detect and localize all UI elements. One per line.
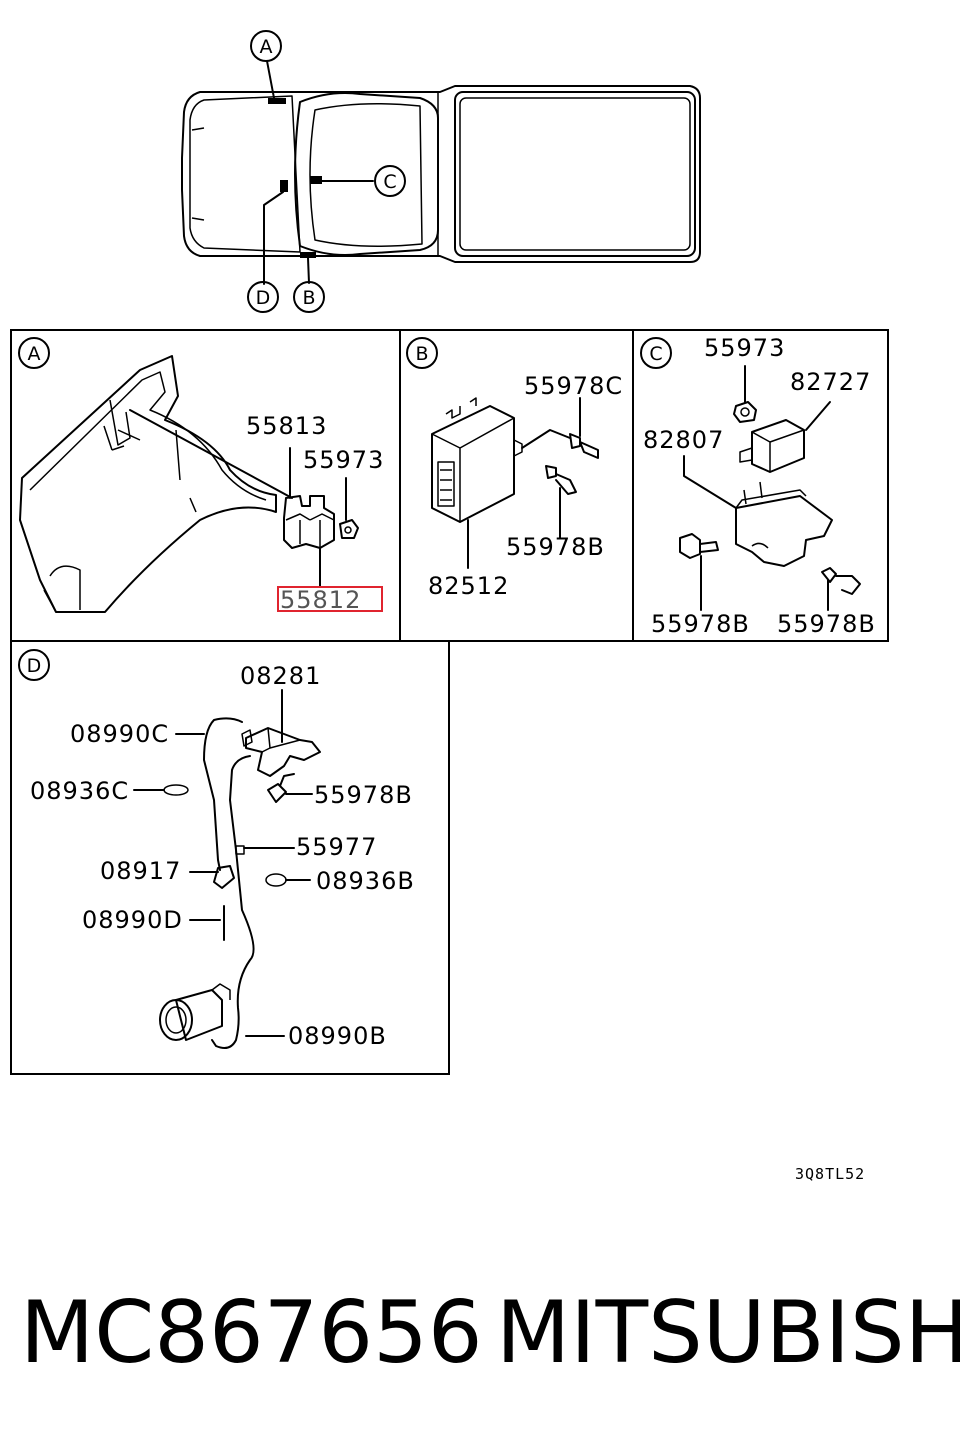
panel-a: A 55813 55973 55812 [18,337,384,614]
brand-title: MITSUBISHI [496,1283,960,1383]
panel-a-badge-label: A [28,343,41,365]
panel-b-badge-label: B [415,343,428,365]
overview-callout-c-label: C [383,171,396,193]
overview-callout-a [250,30,282,62]
panel-d-frame [10,640,450,1075]
part-label-08990b: 08990B [288,1022,387,1050]
panel-d-badge-label: D [27,655,42,677]
part-label-55978b-d: 55978B [314,781,413,809]
part-label-08990c: 08990C [70,720,169,748]
panel-a-badge [18,337,50,369]
diagram-code: 3Q8TL52 [795,1165,865,1183]
location-marker-d [280,180,288,192]
panel-d: D 08281 08990C 08936C [18,649,415,1050]
panel-b-badge [406,337,438,369]
overview-callout-d-label: D [256,287,271,309]
overview-callout-b-label: B [302,287,315,309]
part-label-55978b-c2: 55978B [777,610,876,638]
part-label-08936b: 08936B [316,867,415,895]
overview-callout-d [247,281,279,313]
part-label-55813: 55813 [246,412,327,440]
part-label-08990d: 08990D [82,906,183,934]
part-label-08281: 08281 [240,662,321,690]
part-number-title: MC867656 [20,1283,483,1383]
part-label-08936c: 08936C [30,777,129,805]
location-marker-c [310,176,322,184]
panel-b: B 55978C 55978B 82512 [406,337,623,600]
part-label-82807: 82807 [643,426,724,454]
part-label-82727: 82727 [790,368,871,396]
overview-callout-b [293,281,325,313]
part-label-55978b-c1: 55978B [651,610,750,638]
part-label-55978c: 55978C [524,372,623,400]
location-marker-b [300,252,316,258]
part-label-55977: 55977 [296,833,377,861]
panel-c-badge-label: C [649,343,662,365]
part-label-55812: 55812 [280,586,361,614]
overview-callout-a-label: A [260,36,273,58]
vehicle-overview: A C D B [181,30,701,313]
overview-callout-c [374,165,406,197]
part-label-08917: 08917 [100,857,181,885]
panel-c: C 55973 82727 82807 55978B 55978B [640,334,876,638]
part-label-55978b-b: 55978B [506,533,605,561]
part-label-55973-a: 55973 [303,446,384,474]
panel-c-badge [640,337,672,369]
location-marker-a [268,98,286,104]
panel-d-badge [18,649,50,681]
panel-c-frame [632,329,889,642]
part-label-82512: 82512 [428,572,509,600]
part-label-55973-c: 55973 [704,334,785,362]
part-highlight-box [277,586,383,612]
